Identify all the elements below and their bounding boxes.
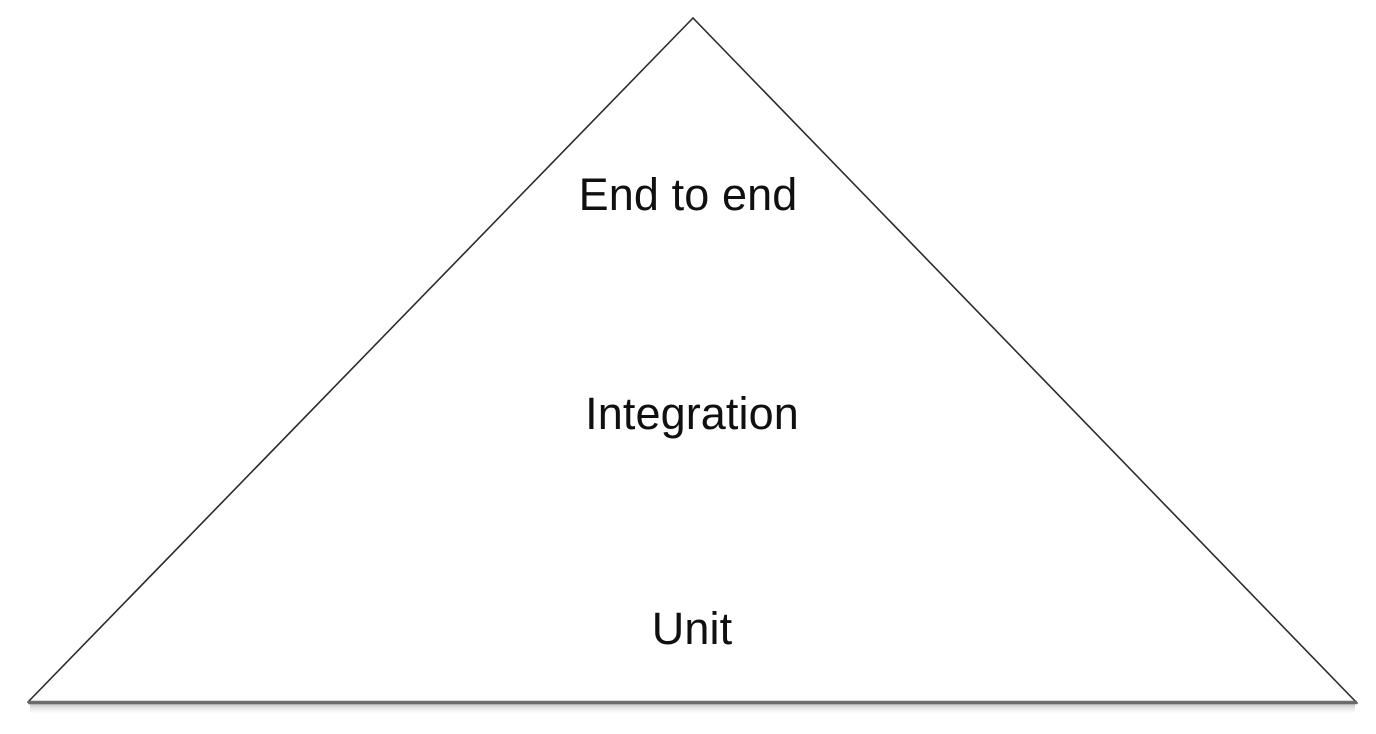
triangle-edge-left <box>27 17 694 703</box>
triangle-body <box>28 18 1357 703</box>
pyramid-layer-label-unit: Unit <box>651 603 733 654</box>
base-shadow <box>30 704 1355 715</box>
triangle-edge-right <box>692 17 1358 704</box>
pyramid-layer-label-integration: Integration <box>585 388 799 439</box>
pyramid-layer-label-end-to-end: End to end <box>578 169 798 220</box>
